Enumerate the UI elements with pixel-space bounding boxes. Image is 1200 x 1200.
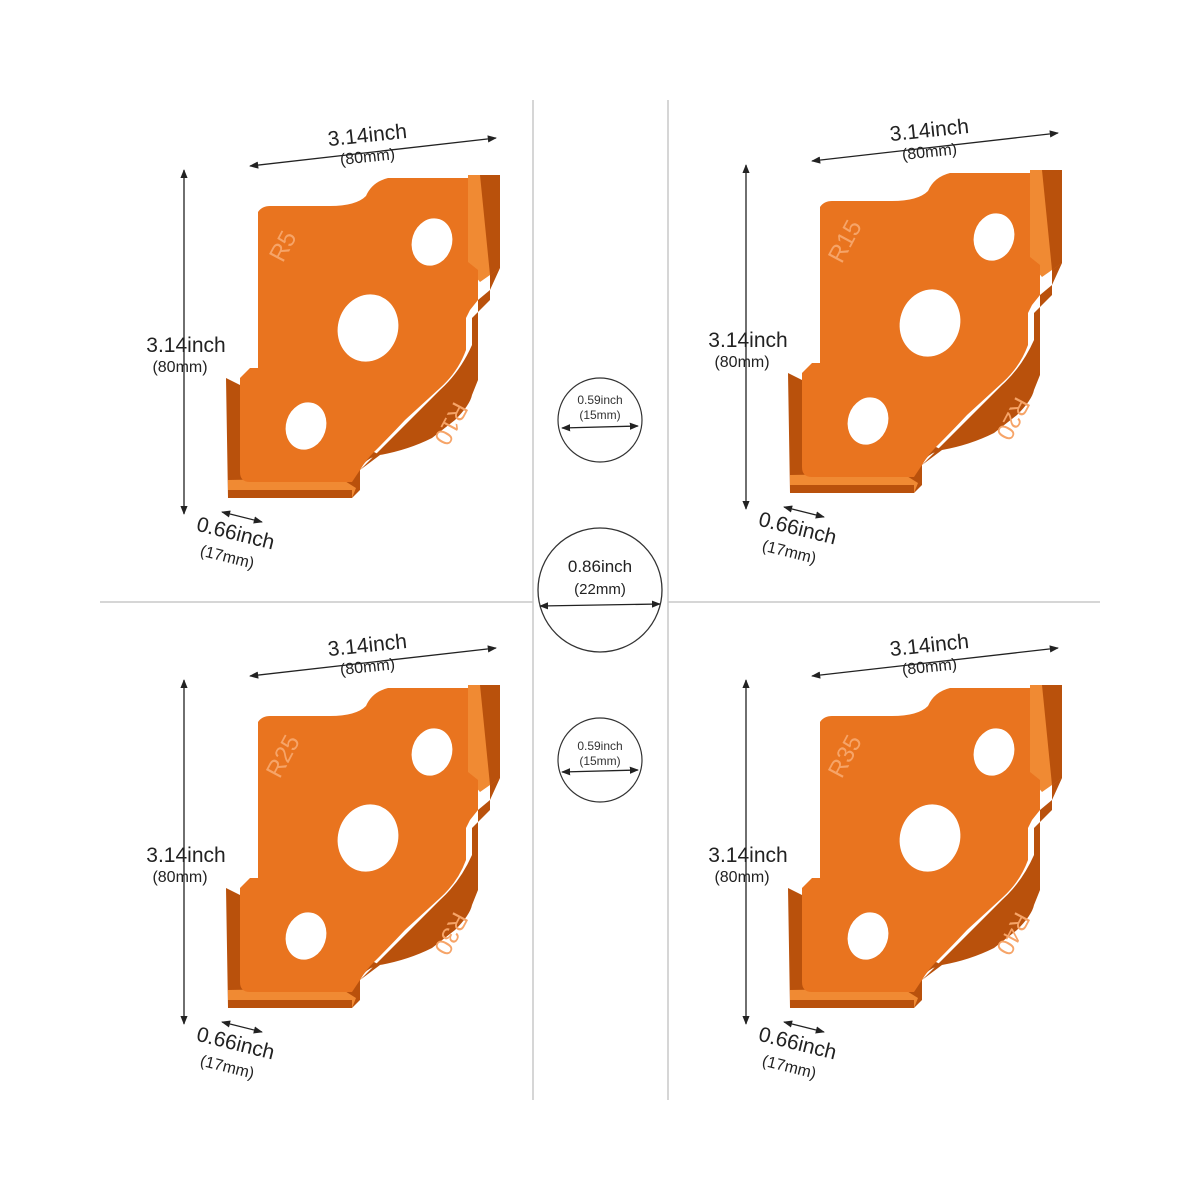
width-dimension-arrow [249, 645, 497, 679]
width-dimension-label: 3.14inch [327, 120, 408, 151]
hole-outline-large-center [537, 527, 663, 653]
plate-group-r35-r40: R35R403.14inch(80mm)3.14inch(80mm)0.66in… [708, 630, 1062, 1083]
lip-dimension-arrow [783, 1020, 825, 1034]
height-dimension-label: 3.14inch [146, 334, 225, 357]
height-dimension-label: 3.14inch [708, 844, 787, 867]
plate-screw-hole-bottom [285, 912, 327, 960]
lip-dimension-arrow [221, 510, 263, 524]
width-dimension-label: 3.14inch [889, 115, 970, 146]
width-dimension-arrow [811, 130, 1059, 164]
hole-outline-small-bottom [557, 717, 643, 803]
plate-fence-bottom-edge [228, 1000, 352, 1008]
plate-center-hole [337, 804, 399, 872]
plate-screw-hole-top [973, 728, 1015, 776]
hole-outline-small-top [557, 377, 643, 463]
height-dimension-label: 3.14inch [708, 329, 787, 352]
plate-group-r25-r30: R25R303.14inch(80mm)3.14inch(80mm)0.66in… [146, 630, 500, 1083]
hole-sub-small-top: (15mm) [579, 408, 620, 422]
plate-fence-right-edge [1042, 170, 1062, 270]
width-dimension-arrow [811, 645, 1059, 679]
width-dimension-sub: (80mm) [901, 141, 958, 164]
plate-fence-right-edge [480, 175, 500, 275]
hole-dimension-arrow-large-center [539, 600, 661, 610]
lip-dimension-arrow [783, 505, 825, 519]
plate-screw-hole-bottom [285, 402, 327, 450]
plate-fence-bottom-edge [228, 490, 352, 498]
width-dimension-sub: (80mm) [901, 656, 958, 679]
plate-center-hole [337, 294, 399, 362]
hole-label-large-center: 0.86inch [568, 557, 632, 576]
width-dimension-sub: (80mm) [339, 656, 396, 679]
width-dimension-label: 3.14inch [889, 630, 970, 661]
plate-group-r15-r20: R15R203.14inch(80mm)3.14inch(80mm)0.66in… [708, 115, 1062, 568]
hole-label-small-bottom: 0.59inch [577, 739, 622, 753]
hole-dimension-arrow-small-bottom [561, 766, 639, 776]
hole-dimension-arrow-small-top [561, 422, 639, 432]
height-dimension-label: 3.14inch [146, 844, 225, 867]
lip-dimension-arrow [221, 1020, 263, 1034]
hole-gauge-large-center: 0.86inch (22mm) [537, 527, 663, 653]
width-dimension-arrow [249, 135, 497, 169]
plate-screw-hole-top [411, 218, 453, 266]
height-dimension-sub: (80mm) [152, 359, 207, 376]
plate-fence-bottom-edge [790, 1000, 914, 1008]
width-dimension-label: 3.14inch [327, 630, 408, 661]
plate-fence-right-edge [480, 685, 500, 785]
plate-screw-hole-bottom [847, 397, 889, 445]
plate-center-hole [899, 289, 961, 357]
plate-group-r5-r10: R5R103.14inch(80mm)3.14inch(80mm)0.66inc… [146, 120, 500, 573]
plate-center-hole [899, 804, 961, 872]
plate-screw-hole-top [411, 728, 453, 776]
width-dimension-sub: (80mm) [339, 146, 396, 169]
hole-sub-small-bottom: (15mm) [579, 754, 620, 768]
hole-gauge-small-bottom: 0.59inch (15mm) [557, 717, 643, 803]
height-dimension-sub: (80mm) [714, 869, 769, 886]
hole-gauge-small-top: 0.59inch (15mm) [557, 377, 643, 463]
plate-screw-hole-top [973, 213, 1015, 261]
hole-label-small-top: 0.59inch [577, 393, 622, 407]
height-dimension-sub: (80mm) [714, 354, 769, 371]
plate-screw-hole-bottom [847, 912, 889, 960]
height-dimension-sub: (80mm) [152, 869, 207, 886]
plate-fence-right-edge [1042, 685, 1062, 785]
hole-sub-large-center: (22mm) [574, 581, 626, 598]
plate-fence-bottom-edge [790, 485, 914, 493]
